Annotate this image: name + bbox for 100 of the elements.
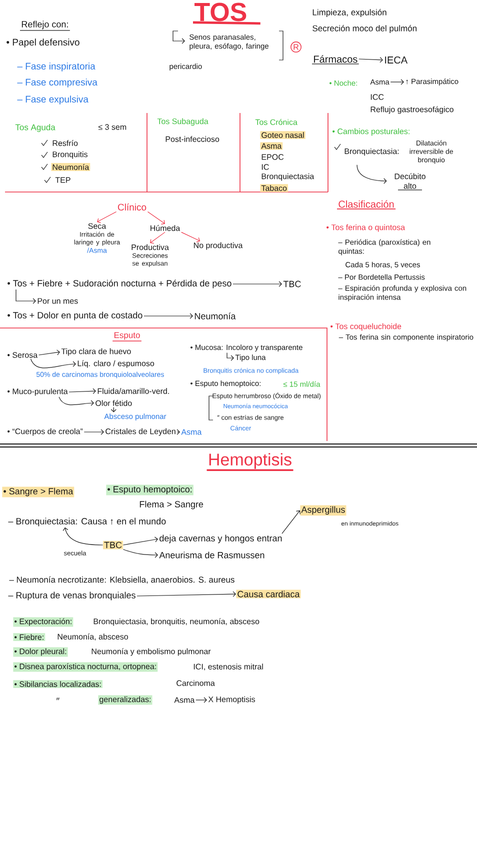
note: Secreción moco del pulmón: [312, 25, 416, 33]
note: • Esputo hemoptoico:: [106, 484, 194, 496]
note: – Neumonía necrotizante: Klebsiella, anaerobios. S. aureus: [9, 576, 234, 584]
note: Decúbito alto: [394, 173, 426, 190]
note: • Tos ferina o quintosa: [326, 224, 406, 232]
note: • Sibilancias localizadas:: [13, 680, 102, 688]
note: – Bronquiectasia: Causa ↑ en el mundo: [8, 518, 166, 526]
note: • Disnea paroxística nocturna, ortopnea:: [13, 662, 158, 672]
arrow: [58, 396, 94, 406]
heading: Clínico: [118, 203, 146, 211]
note: • Sangre > Flema: [2, 486, 74, 498]
arrow: [196, 697, 207, 703]
list-item: Tabaco: [260, 184, 288, 192]
note: Neumonía y embolismo pulmonar: [92, 648, 211, 656]
list-item: EPOC: [262, 154, 284, 160]
note: Por un mes: [38, 298, 78, 304]
arrow: [282, 510, 300, 534]
note: ICC: [370, 94, 384, 100]
note: ″: [56, 698, 60, 700]
arrow: [150, 232, 166, 244]
note: Olor fétido: [96, 400, 132, 406]
note: ICI, estenosis mitral: [194, 664, 263, 670]
arrow: [68, 388, 96, 394]
note: TBC: [283, 280, 301, 288]
note: Fármacos: [312, 55, 360, 64]
note: Post-infeccioso: [166, 136, 220, 142]
note: Tipo clara de huevo: [61, 348, 131, 356]
heading: Tos Crónica: [255, 119, 298, 125]
note: X Hemoptisis: [208, 696, 256, 704]
list-item: IC: [262, 164, 269, 170]
note: ≤ 3 sem: [98, 124, 126, 130]
note: deja cavernas y hongos entran: [160, 534, 282, 544]
note: Bronquiectasia, bronquitis, neumonía, absceso: [94, 618, 260, 626]
heading: Tos Subaguda: [157, 118, 208, 126]
note: Neumonía: [194, 312, 236, 320]
list-item: Asma: [260, 142, 283, 150]
arrow: [232, 281, 282, 287]
note: – Fase compresiva: [17, 78, 98, 88]
arrow: [84, 429, 104, 435]
note: No productiva: [194, 242, 243, 250]
arrow: [97, 211, 117, 224]
arrow: [110, 406, 116, 412]
note: Limpieza, expulsión: [312, 9, 386, 17]
arrow: [38, 350, 60, 356]
note: – Fase inspiratoria: [17, 62, 96, 72]
note: • “Cuerpos de creola”: [8, 428, 83, 436]
note: • Cambios posturales:: [332, 128, 410, 136]
note: Reflujo gastroesofágico: [370, 106, 454, 114]
arrow: [144, 313, 193, 319]
note: IECA: [385, 56, 408, 64]
note: Neumonía, absceso: [58, 634, 128, 640]
heading: Hemoptisis: [206, 453, 294, 472]
arrow: [356, 164, 387, 184]
note: • Tos coqueluchoide: [330, 323, 402, 331]
note: Líq. claro / espumoso: [78, 360, 154, 368]
note: • Serosa: [8, 352, 38, 358]
list-item: TEP: [55, 177, 70, 183]
heading: Tos Aguda: [15, 124, 56, 132]
note: • Dolor pleural:: [13, 647, 68, 657]
note: Carcinoma: [176, 680, 215, 686]
note: • Tos + Dolor en punta de costado: [8, 312, 142, 320]
list-item: Goteo nasal: [260, 131, 306, 139]
note: TBC: [103, 540, 123, 550]
list-item: Bronquiectasia: [262, 173, 314, 181]
list-item: Bronquitis: [52, 151, 88, 159]
note: – Ruptura de venas bronquiales: [8, 592, 136, 600]
title: TOS: [192, 2, 260, 25]
circled-letter: R: [290, 42, 302, 52]
heading: Clasificación: [336, 200, 396, 210]
note: Fluida/amarillo-verd.: [98, 388, 169, 394]
note: • Muco-purulenta: [8, 388, 68, 396]
arrow: [147, 211, 165, 224]
arrow: [181, 232, 200, 242]
arrow: [226, 352, 234, 361]
note: • Tos + Fiebre + Sudoración nocturna + Pérdida de peso: [8, 280, 232, 288]
note: • Fiebre:: [13, 633, 46, 641]
arrow: [16, 289, 36, 304]
arrow: [390, 79, 404, 85]
arrow: [122, 549, 158, 558]
note: Húmeda: [150, 225, 180, 231]
note: Aneurisma de Rasmussen: [159, 552, 264, 558]
note: Flema > Sangre: [140, 500, 204, 510]
arrow: [30, 358, 76, 368]
note: Asma: [181, 429, 202, 435]
arrow: [176, 429, 180, 435]
arrow: [358, 57, 383, 63]
note: Cristales de Leyden: [106, 428, 176, 436]
list-item: Resfrío: [52, 140, 78, 146]
arrow: [136, 591, 236, 597]
note: • Expectoración:: [13, 617, 74, 627]
note: Causa cardiaca: [236, 590, 301, 598]
note: generalizadas:: [98, 695, 152, 705]
arrow: [62, 527, 104, 546]
list-item: Neumonía: [51, 163, 90, 171]
note: Reflejo con:: [20, 20, 70, 31]
arrow: [122, 536, 158, 546]
note: Asma: [174, 697, 195, 703]
note: Aspergillus: [300, 505, 346, 516]
note: – Fase expulsiva: [17, 96, 88, 104]
note: • Papel defensivo: [6, 38, 80, 48]
